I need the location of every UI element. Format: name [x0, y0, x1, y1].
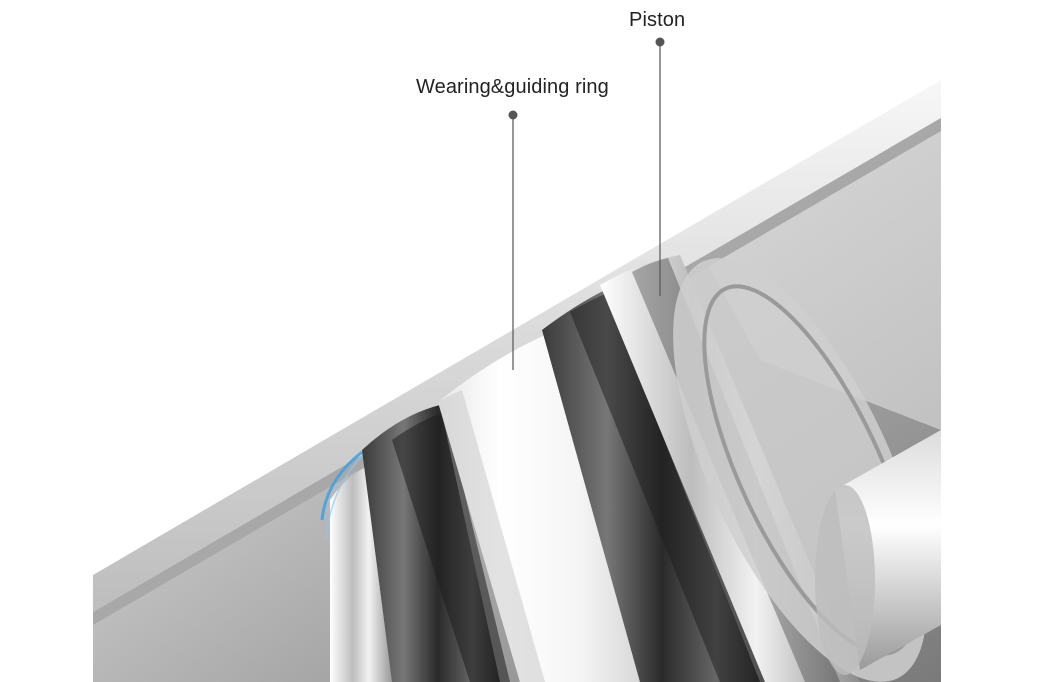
piston-callout-marker — [655, 37, 665, 296]
piston-label: Piston — [629, 9, 686, 31]
wearing-guiding-ring-label: Wearing&guiding ring — [416, 76, 609, 98]
wearing-ring-callout-marker — [508, 110, 518, 370]
